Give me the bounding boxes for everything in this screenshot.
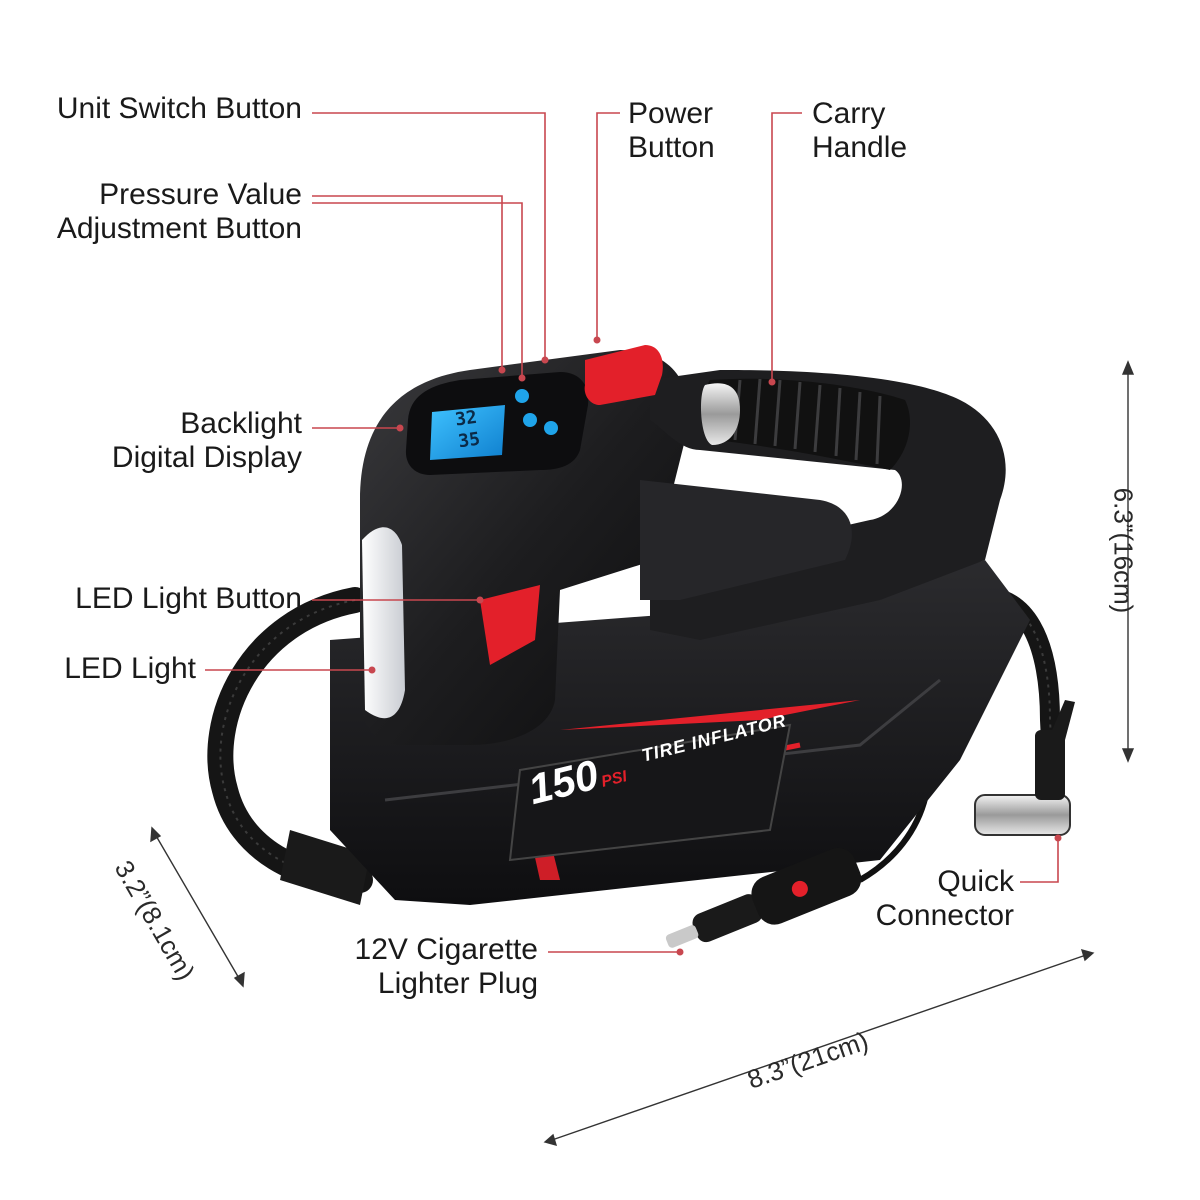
lcd-screen bbox=[430, 405, 505, 460]
label-line: LED Light Button bbox=[75, 582, 302, 615]
screen-readout: 32 35 bbox=[433, 404, 503, 460]
backlight-display-label: Backlight Digital Display bbox=[112, 407, 302, 475]
label-line: Lighter Plug bbox=[377, 967, 538, 1000]
label-line: Backlight bbox=[180, 407, 302, 440]
led-light-label: LED Light bbox=[64, 652, 196, 686]
label-line: Digital Display bbox=[111, 441, 302, 474]
unit-button-shape bbox=[515, 389, 529, 403]
label-line: Carry bbox=[812, 97, 886, 130]
quick-connector-shape bbox=[974, 700, 1075, 836]
label-line: LED Light bbox=[64, 652, 196, 685]
power-button-label: Power Button bbox=[628, 97, 715, 165]
carry-handle-label: Carry Handle bbox=[812, 97, 907, 165]
handle-collar bbox=[700, 383, 740, 445]
label-line: Pressure Value bbox=[99, 178, 302, 211]
unit-switch-label: Unit Switch Button bbox=[57, 92, 302, 126]
led-button-shape bbox=[480, 585, 540, 665]
label-line: Handle bbox=[812, 131, 908, 164]
label-panel bbox=[508, 723, 792, 862]
cigarette-plug bbox=[665, 847, 862, 948]
cigarette-plug-label: 12V Cigarette Lighter Plug bbox=[355, 933, 538, 1001]
quick-connector-label: Quick Connector bbox=[876, 865, 1014, 933]
height-dimension: 6.3”(16cm) bbox=[1108, 487, 1139, 614]
label-line: 12V Cigarette bbox=[354, 933, 538, 966]
label-line: Connector bbox=[875, 899, 1014, 932]
red-stripe bbox=[560, 700, 860, 730]
label-line: Adjustment Button bbox=[56, 212, 302, 245]
led-button-label: LED Light Button bbox=[75, 582, 302, 616]
label-line: Quick bbox=[937, 865, 1014, 898]
label-line: Unit Switch Button bbox=[56, 92, 302, 125]
pressure-button-shape bbox=[523, 413, 537, 427]
power-button-shape bbox=[584, 345, 663, 405]
label-line: Button bbox=[628, 131, 715, 164]
handle-void bbox=[640, 480, 852, 600]
pressure-adjust-label: Pressure Value Adjustment Button bbox=[57, 178, 302, 246]
pressure-unit: PSI bbox=[599, 768, 629, 791]
label-line: Power bbox=[628, 97, 714, 130]
